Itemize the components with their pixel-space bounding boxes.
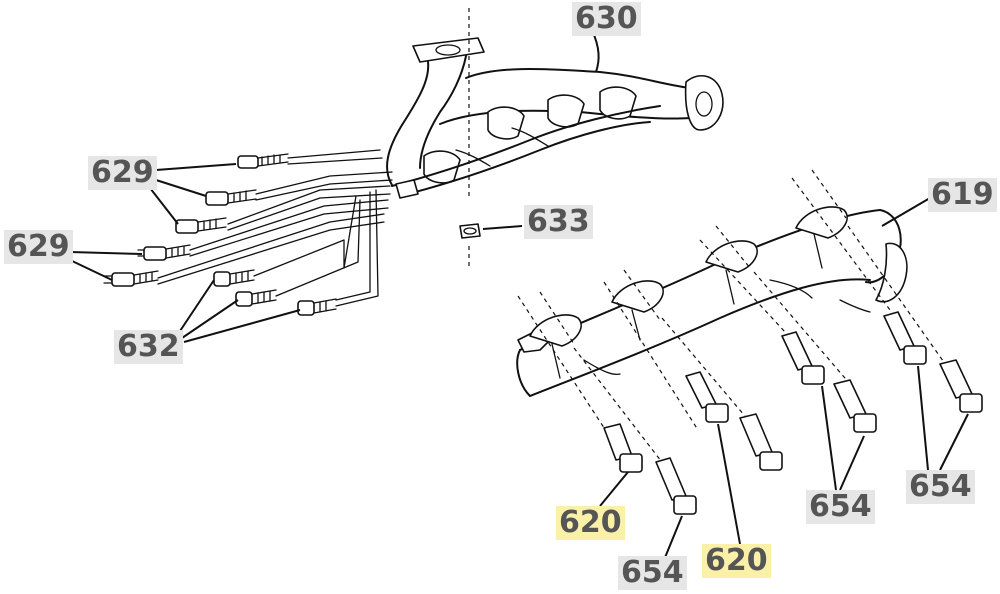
callout-629-upper: 629 <box>88 156 157 190</box>
bolt-654-c <box>781 331 825 385</box>
lower-hole-guides <box>517 169 949 471</box>
bolt-632-group <box>213 269 337 316</box>
bolt-654-a <box>655 457 697 515</box>
stud-629-2 <box>205 189 257 206</box>
bolt-654-f <box>939 359 983 413</box>
upper-exhaust-manifest <box>386 37 724 199</box>
callout-629-lower: 629 <box>4 230 73 264</box>
callout-620-left: 620 <box>556 506 625 540</box>
bolt-620-a <box>603 423 643 473</box>
stud-629-5 <box>103 270 159 287</box>
upper-hole-guides <box>157 149 393 307</box>
bolt-654-b <box>739 413 783 471</box>
nut-633 <box>459 8 481 268</box>
callout-654-right: 654 <box>906 470 975 504</box>
stud-629-4 <box>137 244 191 261</box>
callout-630: 630 <box>572 2 641 36</box>
bolt-654-d <box>833 379 877 433</box>
stud-629-3 <box>175 217 227 234</box>
callout-654-center: 654 <box>806 490 875 524</box>
bolt-632-2 <box>235 289 277 307</box>
callout-654-bottom: 654 <box>618 556 687 590</box>
stud-629-1 <box>237 153 289 169</box>
callout-620-right: 620 <box>702 544 771 578</box>
callout-619: 619 <box>928 178 997 212</box>
bolt-654-e <box>883 311 927 365</box>
bolt-632-1 <box>213 269 255 287</box>
leader-lines <box>69 29 969 561</box>
callout-633: 633 <box>524 205 593 239</box>
lower-bolts <box>603 311 983 515</box>
callout-632: 632 <box>114 330 183 364</box>
bolt-620-b <box>685 371 729 423</box>
bolt-632-3 <box>297 298 337 316</box>
lower-exhaust-manifest <box>516 206 908 397</box>
